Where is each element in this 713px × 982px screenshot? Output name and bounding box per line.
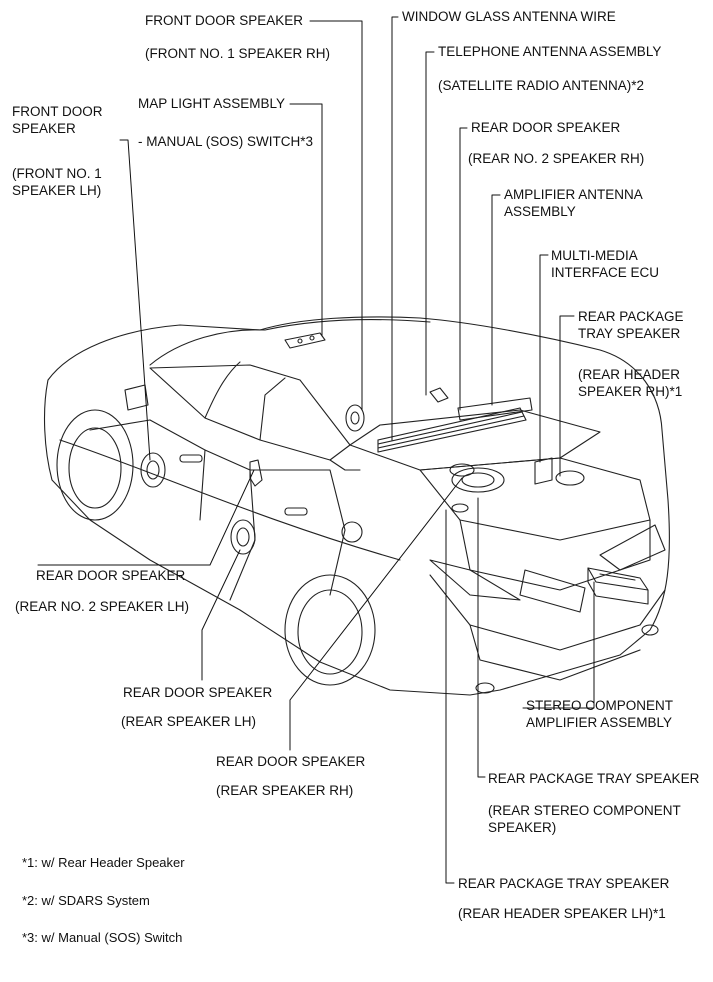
rear-package-tray-speakers bbox=[449, 463, 585, 513]
telephone-antenna-label: TELEPHONE ANTENNA ASSEMBLY bbox=[438, 44, 662, 59]
footnote-3: *3: w/ Manual (SOS) Switch bbox=[22, 930, 183, 945]
rear-package-tray-header-rh-sublabel: (REAR HEADER SPEAKER RH)*1 bbox=[578, 367, 683, 399]
map-light-sublabel: - MANUAL (SOS) SWITCH*3 bbox=[138, 134, 314, 149]
rear-package-tray-header-lh-sublabel: (REAR HEADER SPEAKER LH)*1 bbox=[458, 906, 666, 921]
front-door-speaker-rh-sublabel: (FRONT NO. 1 SPEAKER RH) bbox=[145, 46, 331, 61]
rear-door-speaker-no2-rh-sublabel: (REAR NO. 2 SPEAKER RH) bbox=[468, 151, 645, 166]
car-body-outline bbox=[43, 316, 670, 696]
front-door-speaker-lh-sublabel: (FRONT NO. 1 SPEAKER LH) bbox=[12, 166, 102, 198]
amplifier-antenna-shape bbox=[457, 397, 533, 421]
front-door-speaker-rh-shape bbox=[345, 404, 365, 432]
front-door-speaker-lh-label: FRONT DOOR SPEAKER bbox=[12, 104, 103, 136]
multimedia-ecu-shape bbox=[534, 457, 553, 485]
rear-door-speaker-no2-lh-sublabel: (REAR NO. 2 SPEAKER LH) bbox=[15, 599, 190, 614]
amplifier-antenna-label: AMPLIFIER ANTENNA ASSEMBLY bbox=[504, 187, 643, 219]
front-door-speaker-lh-shape bbox=[140, 452, 166, 488]
stereo-amplifier-label: STEREO COMPONENT AMPLIFIER ASSEMBLY bbox=[526, 698, 674, 730]
rear-door-speaker-lh-shape bbox=[230, 519, 256, 555]
rear-door-speaker-lh-label: REAR DOOR SPEAKER bbox=[123, 685, 273, 700]
rear-door-speaker-rh-sublabel: (REAR SPEAKER RH) bbox=[216, 783, 354, 798]
telephone-antenna-sublabel: (SATELLITE RADIO ANTENNA)*2 bbox=[438, 78, 645, 93]
footnote-1: *1: w/ Rear Header Speaker bbox=[22, 855, 185, 870]
telephone-antenna-shape bbox=[429, 387, 449, 403]
window-antenna-grid bbox=[377, 407, 527, 453]
footnote-2: *2: w/ SDARS System bbox=[22, 893, 150, 908]
rear-door-speaker-no2-lh-label: REAR DOOR SPEAKER bbox=[36, 568, 186, 583]
multimedia-ecu-label: MULTI-MEDIA INTERFACE ECU bbox=[551, 248, 660, 280]
rear-door-speaker-rh-label: REAR DOOR SPEAKER bbox=[216, 754, 366, 769]
rear-door-speaker-no2-rh-label: REAR DOOR SPEAKER bbox=[471, 120, 621, 135]
window-glass-antenna-label: WINDOW GLASS ANTENNA WIRE bbox=[402, 9, 616, 24]
rear-package-tray-header-rh-label: REAR PACKAGE TRAY SPEAKER bbox=[578, 309, 684, 341]
rear-package-tray-stereo-sublabel: (REAR STEREO COMPONENT SPEAKER) bbox=[488, 803, 681, 835]
rear-door-speaker-rh-bracket bbox=[249, 459, 263, 487]
stereo-amplifier-shape bbox=[587, 567, 649, 605]
front-door-speaker-rh-label: FRONT DOOR SPEAKER bbox=[145, 13, 304, 28]
map-light-label: MAP LIGHT ASSEMBLY bbox=[138, 96, 286, 111]
rear-package-tray-stereo-label: REAR PACKAGE TRAY SPEAKER bbox=[488, 771, 700, 786]
leader-lines bbox=[37, 16, 595, 884]
rear-package-tray-header-lh-label: REAR PACKAGE TRAY SPEAKER bbox=[458, 876, 670, 891]
map-light-shape bbox=[284, 332, 326, 349]
rear-door-speaker-lh-sublabel: (REAR SPEAKER LH) bbox=[121, 714, 257, 729]
